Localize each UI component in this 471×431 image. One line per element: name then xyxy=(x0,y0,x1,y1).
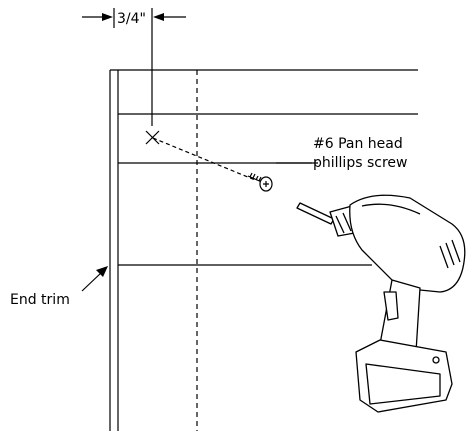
dimension-arrowhead-right xyxy=(153,13,164,21)
cordless-drill-icon xyxy=(296,194,466,413)
dimension-arrowhead-left xyxy=(102,13,113,21)
screw-path-dashed-line xyxy=(152,137,256,181)
screw-threads xyxy=(249,172,262,182)
end-trim-label: End trim xyxy=(10,292,70,308)
drill-battery-button xyxy=(432,356,440,364)
cross-mark-stroke-2 xyxy=(145,130,160,145)
drill-bit xyxy=(296,202,335,225)
pan-head-screw-icon xyxy=(247,172,273,192)
screw-label-line-2: phillips screw xyxy=(313,155,407,171)
drill-body-contour xyxy=(361,203,421,215)
screw-location-marker xyxy=(145,130,256,181)
drill-trigger xyxy=(383,291,399,321)
drill-battery-panel xyxy=(365,363,441,405)
chuck-groove-2 xyxy=(342,212,352,232)
phillips-slot xyxy=(263,181,269,187)
screw-label-line-1: #6 Pan head xyxy=(313,136,403,152)
chuck-groove-1 xyxy=(335,215,345,234)
drill-battery xyxy=(355,339,453,413)
end-trim-arrowhead xyxy=(96,266,108,277)
end-trim-arrow-shaft xyxy=(81,271,103,292)
drill-body xyxy=(349,194,466,293)
drill-vent-slots xyxy=(439,239,461,269)
dimension-label: 3/4" xyxy=(117,11,146,27)
dimension-callout xyxy=(82,8,186,126)
